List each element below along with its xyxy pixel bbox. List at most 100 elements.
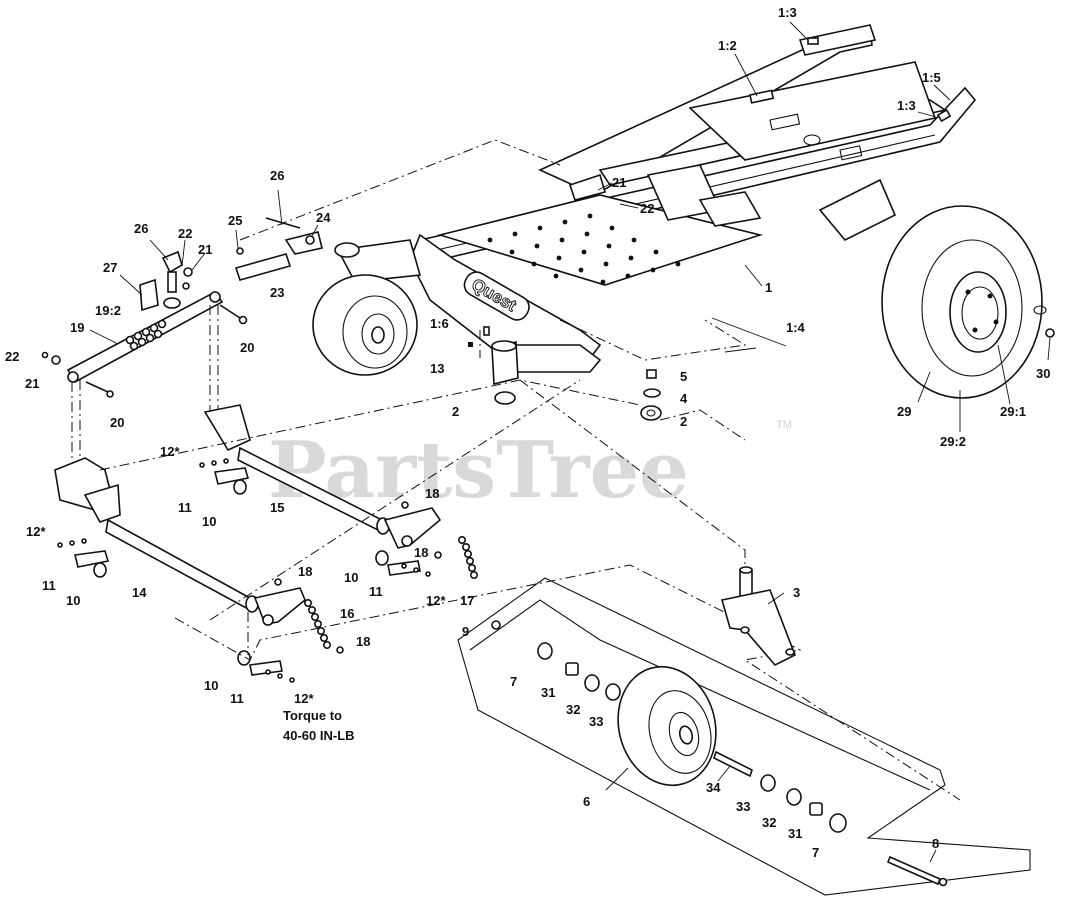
callout-26-left[interactable]: 26 (134, 221, 148, 236)
bearing-32-right[interactable] (786, 788, 802, 806)
callout-9[interactable]: 9 (462, 624, 469, 639)
tire-6[interactable] (605, 656, 729, 797)
callout-8[interactable]: 8 (932, 836, 939, 851)
callout-21-left[interactable]: 21 (198, 242, 212, 257)
seal-33-left[interactable] (605, 683, 621, 701)
callout-5[interactable]: 5 (680, 369, 687, 384)
linkage-lower[interactable] (54, 404, 478, 683)
callout-14[interactable]: 14 (132, 585, 147, 600)
callout-12-lower[interactable]: 12* (294, 691, 314, 706)
callout-29[interactable]: 29 (897, 404, 911, 419)
bushing-31-left[interactable] (565, 662, 579, 676)
washer-4[interactable] (643, 388, 661, 398)
callout-32-right[interactable]: 32 (762, 815, 776, 830)
callout-31-left[interactable]: 31 (541, 685, 555, 700)
callout-21-far[interactable]: 21 (25, 376, 39, 391)
handle-shaft-assembly[interactable] (41, 250, 248, 460)
seal-33-right[interactable] (760, 774, 776, 792)
callout-13[interactable]: 13 (430, 361, 444, 376)
callout-22-far[interactable]: 22 (5, 349, 19, 364)
callout-1-4[interactable]: 1:4 (786, 320, 806, 335)
callout-19-2[interactable]: 19:2 (95, 303, 121, 318)
callout-7-right[interactable]: 7 (812, 845, 819, 860)
callout-1-3-side[interactable]: 1:3 (897, 98, 916, 113)
nut-9[interactable] (491, 620, 501, 630)
spacer-7-right[interactable] (829, 813, 847, 833)
lever-assembly-23[interactable] (234, 217, 323, 281)
callout-31-right[interactable]: 31 (788, 826, 802, 841)
callout-15[interactable]: 15 (270, 500, 284, 515)
caster-fork-3[interactable] (720, 566, 797, 666)
callout-7-left[interactable]: 7 (510, 674, 517, 689)
callout-18-c[interactable]: 18 (414, 545, 428, 560)
callout-11-left[interactable]: 11 (42, 578, 56, 593)
bearing-2-lower[interactable] (640, 405, 662, 421)
callout-6[interactable]: 6 (583, 794, 590, 809)
callout-12-mid[interactable]: 12* (426, 593, 446, 608)
callout-11-lower[interactable]: 11 (230, 691, 244, 706)
chain-17[interactable] (457, 535, 478, 579)
lever-24[interactable] (284, 231, 323, 255)
callout-26-top[interactable]: 26 (270, 168, 284, 183)
callout-22-frame[interactable]: 22 (640, 201, 654, 216)
caster-wheel-exploded[interactable] (457, 566, 1031, 896)
callout-32-left[interactable]: 32 (566, 702, 580, 717)
callout-1[interactable]: 1 (765, 280, 772, 295)
nut-5[interactable] (646, 369, 657, 379)
callout-16[interactable]: 16 (340, 606, 354, 621)
callout-18-a[interactable]: 18 (425, 486, 439, 501)
caster-spindle-housing[interactable] (491, 340, 662, 421)
callout-2-right[interactable]: 2 (680, 414, 687, 429)
callout-10-upper[interactable]: 10 (202, 514, 216, 529)
callout-10-left[interactable]: 10 (66, 593, 80, 608)
callout-2-left[interactable]: 2 (452, 404, 459, 419)
callout-20-upper[interactable]: 20 (240, 340, 254, 355)
bearing-32-left[interactable] (584, 674, 600, 692)
callout-29-1[interactable]: 29:1 (1000, 404, 1026, 419)
callout-23[interactable]: 23 (270, 285, 284, 300)
callout-3[interactable]: 3 (793, 585, 800, 600)
callout-21-frame[interactable]: 21 (612, 175, 626, 190)
callout-33-right[interactable]: 33 (736, 799, 750, 814)
axle-34[interactable] (713, 750, 753, 778)
front-caster-wheel[interactable] (312, 274, 418, 376)
callout-18-d[interactable]: 18 (356, 634, 370, 649)
callout-20-lower[interactable]: 20 (110, 415, 124, 430)
chain-16[interactable] (303, 598, 331, 649)
callout-25[interactable]: 25 (228, 213, 242, 228)
callout-33-left[interactable]: 33 (589, 714, 603, 729)
callout-17[interactable]: 17 (460, 593, 474, 608)
lever-23[interactable] (234, 253, 292, 281)
callout-1-2[interactable]: 1:2 (718, 38, 737, 53)
callout-24[interactable]: 24 (316, 210, 331, 225)
callout-29-2[interactable]: 29:2 (940, 434, 966, 449)
callout-10-mid[interactable]: 10 (344, 570, 358, 585)
callout-4[interactable]: 4 (680, 391, 688, 406)
callout-18-b[interactable]: 18 (298, 564, 312, 579)
callout-30[interactable]: 30 (1036, 366, 1050, 381)
lug-nut-30[interactable] (1045, 328, 1055, 338)
callout-12-left[interactable]: 12* (26, 524, 46, 539)
callout-27[interactable]: 27 (103, 260, 117, 275)
callout-10-lower[interactable]: 10 (204, 678, 218, 693)
rod-14[interactable] (105, 518, 251, 612)
spacer-7-left[interactable] (537, 642, 553, 660)
arm-18-upper[interactable] (383, 507, 442, 549)
bracket-15[interactable] (203, 404, 251, 452)
callout-1-5[interactable]: 1:5 (922, 70, 941, 85)
callout-11-mid[interactable]: 11 (369, 584, 383, 599)
rear-wheel-29[interactable] (881, 205, 1055, 399)
callout-12-upper[interactable]: 12* (160, 444, 180, 459)
bearing-2-upper[interactable] (494, 391, 516, 405)
callout-19[interactable]: 19 (70, 320, 84, 335)
knob-26-left[interactable] (161, 250, 183, 274)
callout-34[interactable]: 34 (706, 780, 721, 795)
bushing-31-right[interactable] (809, 802, 823, 816)
callout-22-left[interactable]: 22 (178, 226, 192, 241)
frame-assembly[interactable]: Quest (334, 24, 977, 373)
bracket-27[interactable] (139, 278, 159, 312)
callout-1-6[interactable]: 1:6 (430, 316, 449, 331)
callout-11-upper[interactable]: 11 (178, 500, 192, 515)
callout-1-3-rear[interactable]: 1:3 (778, 5, 797, 20)
bolt-8[interactable] (886, 855, 942, 886)
